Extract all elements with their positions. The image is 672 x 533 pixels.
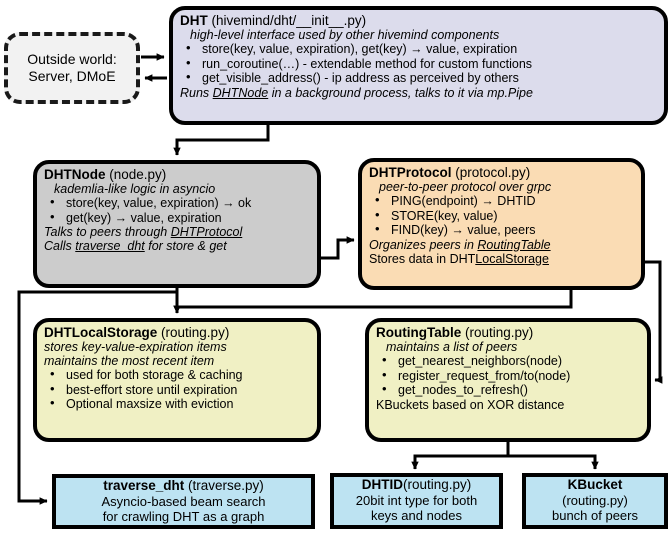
dhtlocalstorage-bullet-2: Optional maxsize with eviction [44, 396, 310, 412]
outside-world-line-2: Server, DMoE [28, 68, 116, 84]
dht-bullet-1: run_coroutine(…) - extendable method for… [180, 56, 657, 72]
dhtprotocol-footer-link-routingtable[interactable]: RoutingTable [477, 237, 551, 252]
dht-name: DHT [180, 13, 208, 28]
routingtable-name: RoutingTable [376, 325, 462, 340]
dhtid-line-2: 20bit int type for both [355, 493, 478, 508]
dhtprotocol-subtitle: peer-to-peer protocol over grpc [379, 180, 552, 194]
dhtnode-footer-link-traverse-dht[interactable]: traverse_dht [75, 239, 145, 253]
dhtprotocol-bullet-0: PING(endpoint) → DHTID [369, 193, 634, 209]
node-kbucket[interactable]: KBucket (routing.py) bunch of peers [522, 473, 668, 529]
wire-dhtprotocol-to-dhtlocalstorage [173, 290, 573, 314]
dhtlocalstorage-subtitle-2: maintains the most recent item [44, 354, 215, 368]
routingtable-bullet-1: register_request_from/to(node) [376, 368, 640, 384]
dhtlocalstorage-bullet-1: best-effort store until expiration [44, 382, 310, 398]
dhtprotocol-footer-link-localstorage[interactable]: LocalStorage [475, 251, 549, 266]
dhtnode-footer-link-dhtprotocol[interactable]: DHTProtocol [170, 225, 243, 239]
dht-subtitle: high-level interface used by other hivem… [190, 28, 500, 42]
dhtnode-subtitle: kademlia-like logic in asyncio [54, 182, 216, 196]
dhtnode-footer-1: Talks to peers through DHTProtocol [44, 225, 310, 239]
node-outside-world[interactable]: Outside world: Server, DMoE [4, 32, 140, 104]
dht-bullet-0: store(key, value, expiration), get(key) … [180, 41, 657, 57]
node-traverse-dht[interactable]: traverse_dht (traverse.py) Asyncio-based… [52, 474, 315, 529]
node-routingtable[interactable]: RoutingTable (routing.py) maintains a li… [365, 318, 651, 442]
dhtnode-footer-2-post: for store & get [144, 239, 227, 253]
dhtlocalstorage-file: (routing.py) [157, 325, 230, 340]
dhtprotocol-footer-1-pre: Organizes peers in [369, 237, 478, 252]
dhtprotocol-bullet-1: STORE(key, value) [369, 208, 634, 224]
kbucket-file: (routing.py) [562, 493, 628, 508]
routingtable-file: (routing.py) [461, 325, 534, 340]
dhtprotocol-footer-1: Organizes peers in RoutingTable [369, 238, 634, 252]
dhtprotocol-title: DHTProtocol (protocol.py) [369, 165, 634, 180]
wire-routingtable-to-dhtid [411, 442, 510, 470]
dht-footer-link-dhtnode[interactable]: DHTNode [212, 85, 269, 100]
node-dhtprotocol[interactable]: DHTProtocol (protocol.py) peer-to-peer p… [358, 158, 645, 290]
dhtnode-bullet-1: get(key) → value, expiration [44, 210, 310, 226]
dhtlocalstorage-name: DHTLocalStorage [44, 325, 158, 340]
dht-footer-pre: Runs [180, 85, 213, 100]
dht-footer-post: in a background process, talks to it via… [268, 85, 533, 100]
routingtable-bullet-2: get_nodes_to_refresh() [376, 382, 640, 398]
dhtnode-footer-2-pre: Calls [44, 239, 76, 253]
dhtid-file: (routing.py) [402, 477, 472, 492]
wire-dht-to-dhtnode [173, 125, 270, 156]
dhtprotocol-bullet-2: FIND(key) → value, peers [369, 222, 634, 238]
traverse-dht-line-2: Asyncio-based beam search [101, 494, 266, 509]
traverse-dht-title: traverse_dht (traverse.py) [56, 478, 311, 494]
dhtprotocol-footer-2: Stores data in DHTLocalStorage [369, 252, 634, 266]
outside-world-line-1: Outside world: [27, 51, 117, 67]
dhtprotocol-file: (protocol.py) [451, 165, 531, 180]
dhtnode-footer-2: Calls traverse_dht for store & get [44, 239, 310, 253]
traverse-dht-file: (traverse.py) [184, 478, 264, 493]
dhtnode-name: DHTNode [44, 167, 106, 182]
dht-file: (hivemind/dht/__init__.py) [207, 13, 367, 28]
dhtnode-title: DHTNode (node.py) [44, 167, 310, 182]
kbucket-title: KBucket [526, 477, 664, 493]
dhtid-name: DHTID [361, 477, 403, 492]
dhtlocalstorage-title: DHTLocalStorage (routing.py) [44, 325, 310, 340]
node-dht[interactable]: DHT (hivemind/dht/__init__.py) high-leve… [169, 6, 668, 125]
routingtable-subtitle: maintains a list of peers [386, 340, 518, 354]
dhtlocalstorage-bullet-0: used for both storage & caching [44, 367, 310, 383]
traverse-dht-line-3: for crawling DHT as a graph [102, 509, 265, 524]
dht-bullet-2: get_visible_address() - ip address as pe… [180, 70, 657, 86]
dhtnode-footer-1-pre: Talks to peers through [44, 225, 171, 239]
dhtnode-file: (node.py) [105, 167, 167, 182]
outside-world-text: Outside world: Server, DMoE [27, 51, 116, 85]
dhtprotocol-name: DHTProtocol [369, 165, 452, 180]
node-dhtid[interactable]: DHTID(routing.py) 20bit int type for bot… [330, 473, 503, 529]
node-dhtlocalstorage[interactable]: DHTLocalStorage (routing.py) stores key-… [33, 318, 321, 442]
dhtid-line-3: keys and nodes [370, 508, 463, 523]
dht-footer: Runs DHTNode in a background process, ta… [180, 86, 657, 100]
dhtnode-bullet-0: store(key, value, expiration) → ok [44, 195, 310, 211]
dhtlocalstorage-subtitle-1: stores key-value-expiration items [44, 340, 227, 354]
dhtprotocol-footer-2-pre: Stores data in DHT [369, 251, 476, 266]
traverse-dht-name: traverse_dht [103, 478, 185, 493]
kbucket-line-3: bunch of peers [551, 508, 638, 523]
routingtable-footer: KBuckets based on XOR distance [376, 397, 565, 412]
dhtid-title: DHTID(routing.py) [334, 477, 499, 493]
routingtable-title: RoutingTable (routing.py) [376, 325, 640, 340]
wire-routingtable-to-kbucket [508, 454, 599, 470]
dht-title: DHT (hivemind/dht/__init__.py) [180, 13, 657, 28]
routingtable-bullet-0: get_nearest_neighbors(node) [376, 353, 640, 369]
kbucket-name: KBucket [567, 477, 623, 492]
node-dhtnode[interactable]: DHTNode (node.py) kademlia-like logic in… [33, 160, 321, 288]
